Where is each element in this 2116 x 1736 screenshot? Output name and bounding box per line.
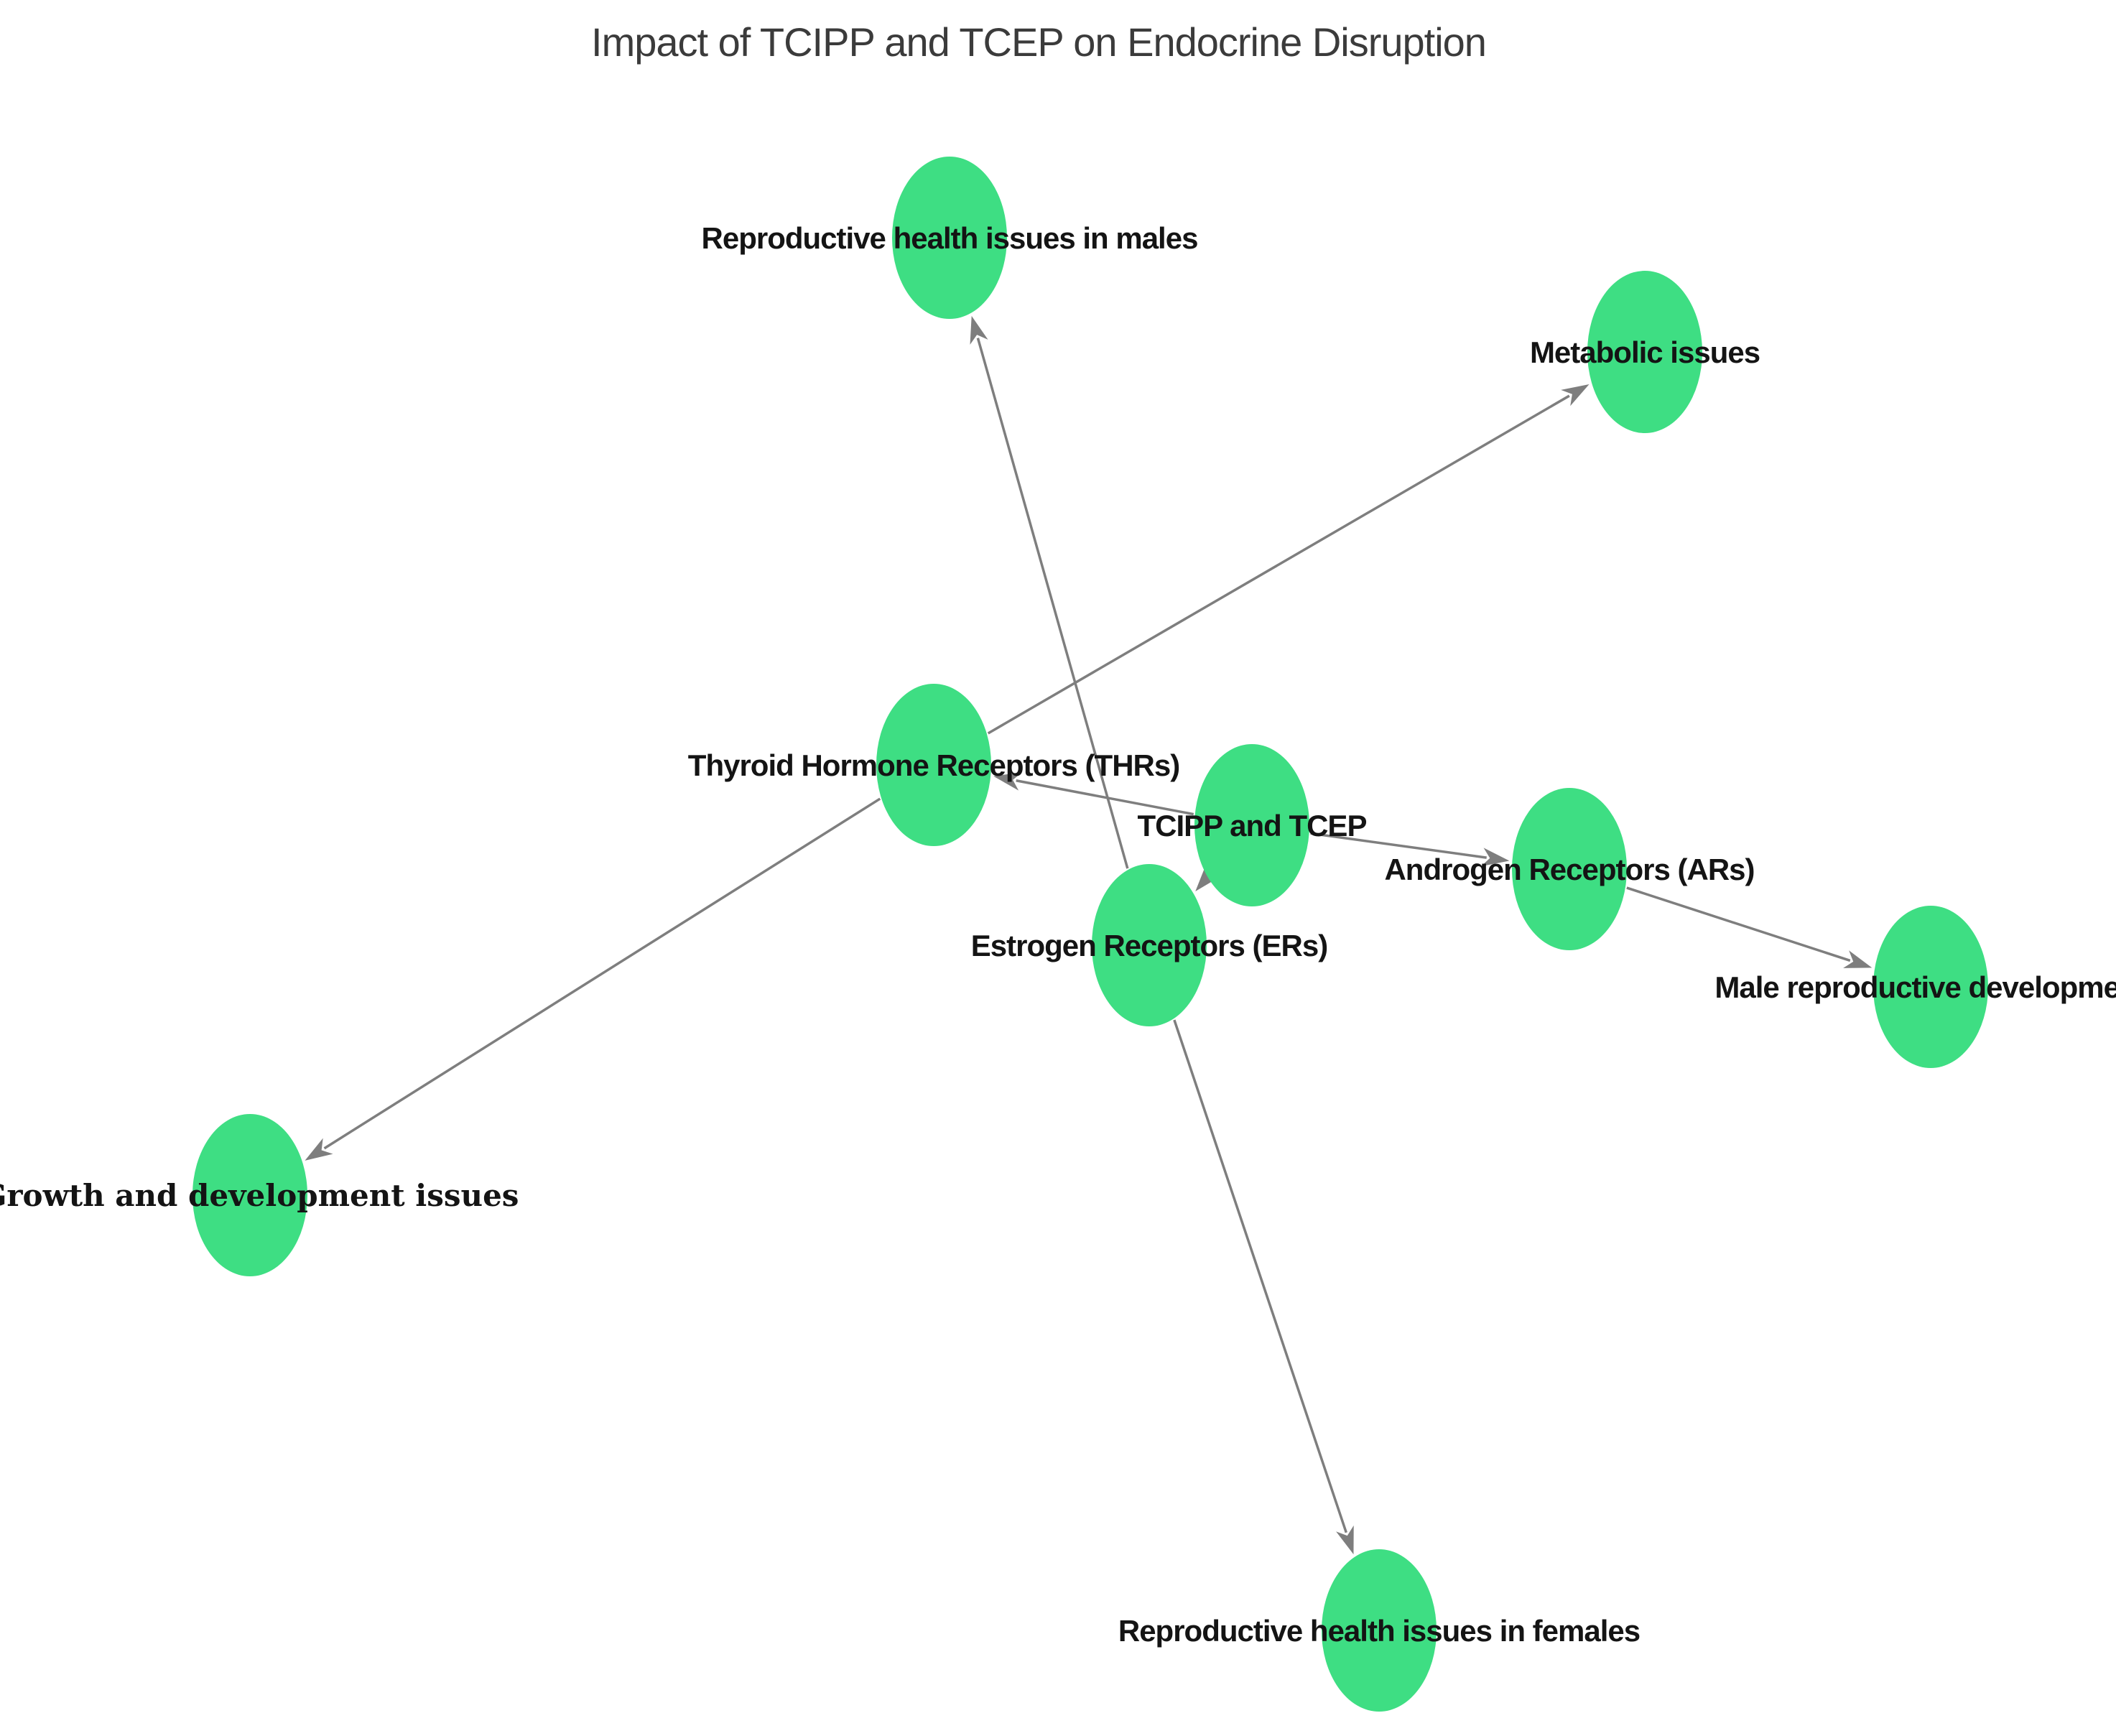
node-label-thrs: Thyroid Hormone Receptors (THRs) (688, 748, 1179, 782)
arrowhead-icon (1561, 384, 1590, 407)
node-thrs (876, 684, 991, 846)
edge-line (323, 797, 881, 1150)
edge-thrs-to-growth (305, 797, 881, 1161)
node-ers (1092, 864, 1207, 1026)
node-maledev (1873, 906, 1988, 1068)
node-label-females: Reproductive health issues in females (1118, 1614, 1640, 1648)
node-label-tcipp: TCIPP and TCEP (1138, 809, 1367, 843)
node-males (892, 157, 1007, 319)
node-label-metabolic: Metabolic issues (1530, 335, 1760, 369)
edge-ers-to-males (970, 315, 1129, 869)
edge-line (1626, 886, 1851, 962)
node-ars (1512, 788, 1627, 950)
diagram-title: Impact of TCIPP and TCEP on Endocrine Di… (591, 19, 1487, 65)
node-label-ars: Androgen Receptors (ARs) (1384, 853, 1754, 886)
edge-line (1016, 779, 1194, 816)
edge-tcipp-to-ars (1310, 832, 1510, 867)
node-metabolic (1587, 271, 1702, 433)
edge-line (987, 394, 1570, 735)
edge-line (1173, 1019, 1347, 1533)
arrowhead-icon (1843, 950, 1873, 968)
arrowhead-icon (1336, 1525, 1354, 1555)
node-label-ers: Estrogen Receptors (ERs) (971, 929, 1327, 962)
nodes-layer (192, 157, 1988, 1712)
node-label-growth: Growth and development issues (0, 1178, 519, 1213)
labels-layer: Reproductive health issues in malesMetab… (0, 221, 2116, 1648)
arrowhead-icon (305, 1138, 333, 1161)
node-growth (192, 1114, 307, 1276)
arrowhead-icon (993, 772, 1022, 791)
arrowhead-icon (1480, 848, 1510, 867)
edge-ers-to-females (1173, 1019, 1354, 1555)
node-label-maledev: Male reproductive development (1714, 970, 2116, 1004)
node-tcipp (1194, 744, 1309, 906)
edge-line (976, 338, 1129, 869)
edge-line (1310, 832, 1487, 859)
node-label-males: Reproductive health issues in males (702, 221, 1198, 255)
edge-tcipp-to-thrs (993, 772, 1194, 816)
arrowhead-icon (970, 315, 988, 345)
edge-thrs-to-metabolic (987, 384, 1590, 735)
edges-layer (305, 315, 1873, 1555)
node-females (1322, 1549, 1437, 1712)
arrowhead-icon (1195, 864, 1220, 891)
edge-ars-to-maledev (1626, 886, 1873, 968)
